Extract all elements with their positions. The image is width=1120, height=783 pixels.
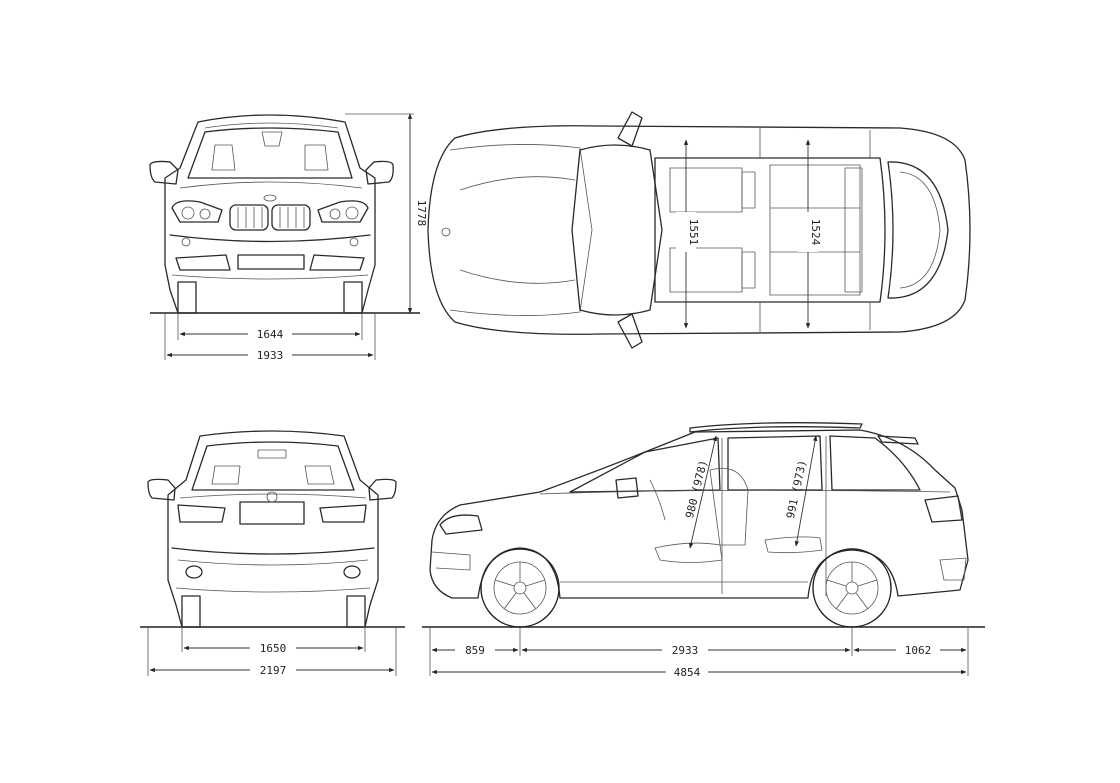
rear-view	[140, 430, 405, 676]
front-overhang-label: 859	[465, 644, 485, 657]
rear-overhang-label: 1062	[905, 644, 932, 657]
overall-height-label: 1778	[415, 200, 428, 227]
front-shoulder-label: 1551	[687, 219, 700, 246]
overall-length-label: 4854	[674, 666, 701, 679]
front-overall-width-label: 1933	[257, 349, 284, 362]
wheelbase-label: 2933	[672, 644, 699, 657]
front-headroom-label: 980 (978)	[683, 459, 710, 520]
front-view	[149, 113, 420, 360]
front-track-width-label: 1644	[257, 328, 284, 341]
rear-shoulder-label: 1524	[809, 219, 822, 246]
mirror-width-label: 2197	[260, 664, 287, 677]
rear-headroom-label: 991 (973)	[784, 459, 809, 520]
rear-track-width-label: 1650	[260, 642, 287, 655]
